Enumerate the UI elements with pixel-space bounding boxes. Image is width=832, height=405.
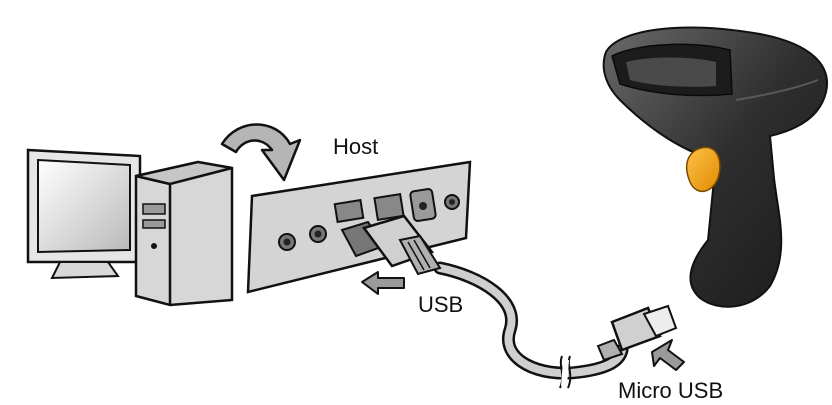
computer-icon xyxy=(26,148,234,307)
usb-plug xyxy=(340,214,442,276)
barcode-scanner xyxy=(602,26,828,308)
cable xyxy=(433,261,629,389)
usb-label: USB xyxy=(418,292,464,317)
micro-usb-label: Micro USB xyxy=(618,378,724,403)
push-arrow-icon xyxy=(651,339,685,371)
host-label: Host xyxy=(333,134,379,159)
push-arrow-icon xyxy=(361,271,405,295)
cropped-caption xyxy=(30,0,350,12)
micro-usb-plug xyxy=(596,304,678,362)
curved-arrow-icon xyxy=(220,123,302,182)
